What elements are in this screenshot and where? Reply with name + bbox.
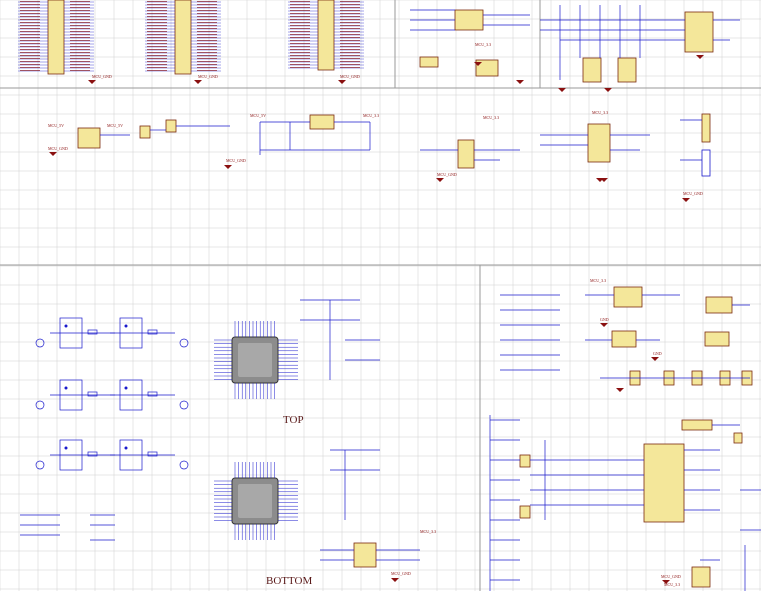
- net-label-5v: MCU_5V: [250, 113, 266, 118]
- net-label-gnd: MCU_GND: [437, 172, 457, 177]
- net-label-5v: MCU_5V: [48, 123, 64, 128]
- header-connectors: [18, 0, 364, 75]
- mcu-pins: [214, 321, 298, 540]
- net-label-3v3: MCU_3.3: [590, 278, 606, 283]
- net-label-3v3: MCU_3.3: [664, 582, 680, 587]
- net-label-gnd-short: GND: [653, 351, 662, 356]
- net-label-3v3: MCU_3.3: [592, 110, 608, 115]
- net-label-3v3: MCU_3.3: [363, 113, 379, 118]
- net-label-gnd: MCU_GND: [683, 191, 703, 196]
- net-label-3v3: MCU_3.3: [420, 529, 436, 534]
- net-label-gnd: MCU_GND: [198, 74, 218, 79]
- motor-driver-block: [35, 317, 189, 471]
- net-label-gnd: MCU_GND: [92, 74, 112, 79]
- wires: [20, 5, 761, 591]
- net-label-5v: MCU_5V: [107, 123, 123, 128]
- net-label-3v3: MCU_3.3: [475, 42, 491, 47]
- net-label-gnd: MCU_GND: [48, 146, 68, 151]
- top-layer-label: TOP: [283, 414, 304, 426]
- top-right-ics: [419, 9, 714, 83]
- net-labels: MCU_GND MCU_GND MCU_GND MCU_3.3 MCU_5V M…: [48, 42, 703, 587]
- net-label-gnd: MCU_GND: [661, 574, 681, 579]
- bottom-layer-label: BOTTOM: [266, 575, 312, 587]
- net-label-gnd: MCU_GND: [226, 158, 246, 163]
- net-label-gnd: MCU_GND: [391, 571, 411, 576]
- mcu-chips: [231, 336, 279, 525]
- net-label-gnd-short: GND: [600, 317, 609, 322]
- power-row-ics: [77, 113, 711, 177]
- net-label-gnd: MCU_GND: [340, 74, 360, 79]
- net-label-3v3: MCU_3.3: [483, 115, 499, 120]
